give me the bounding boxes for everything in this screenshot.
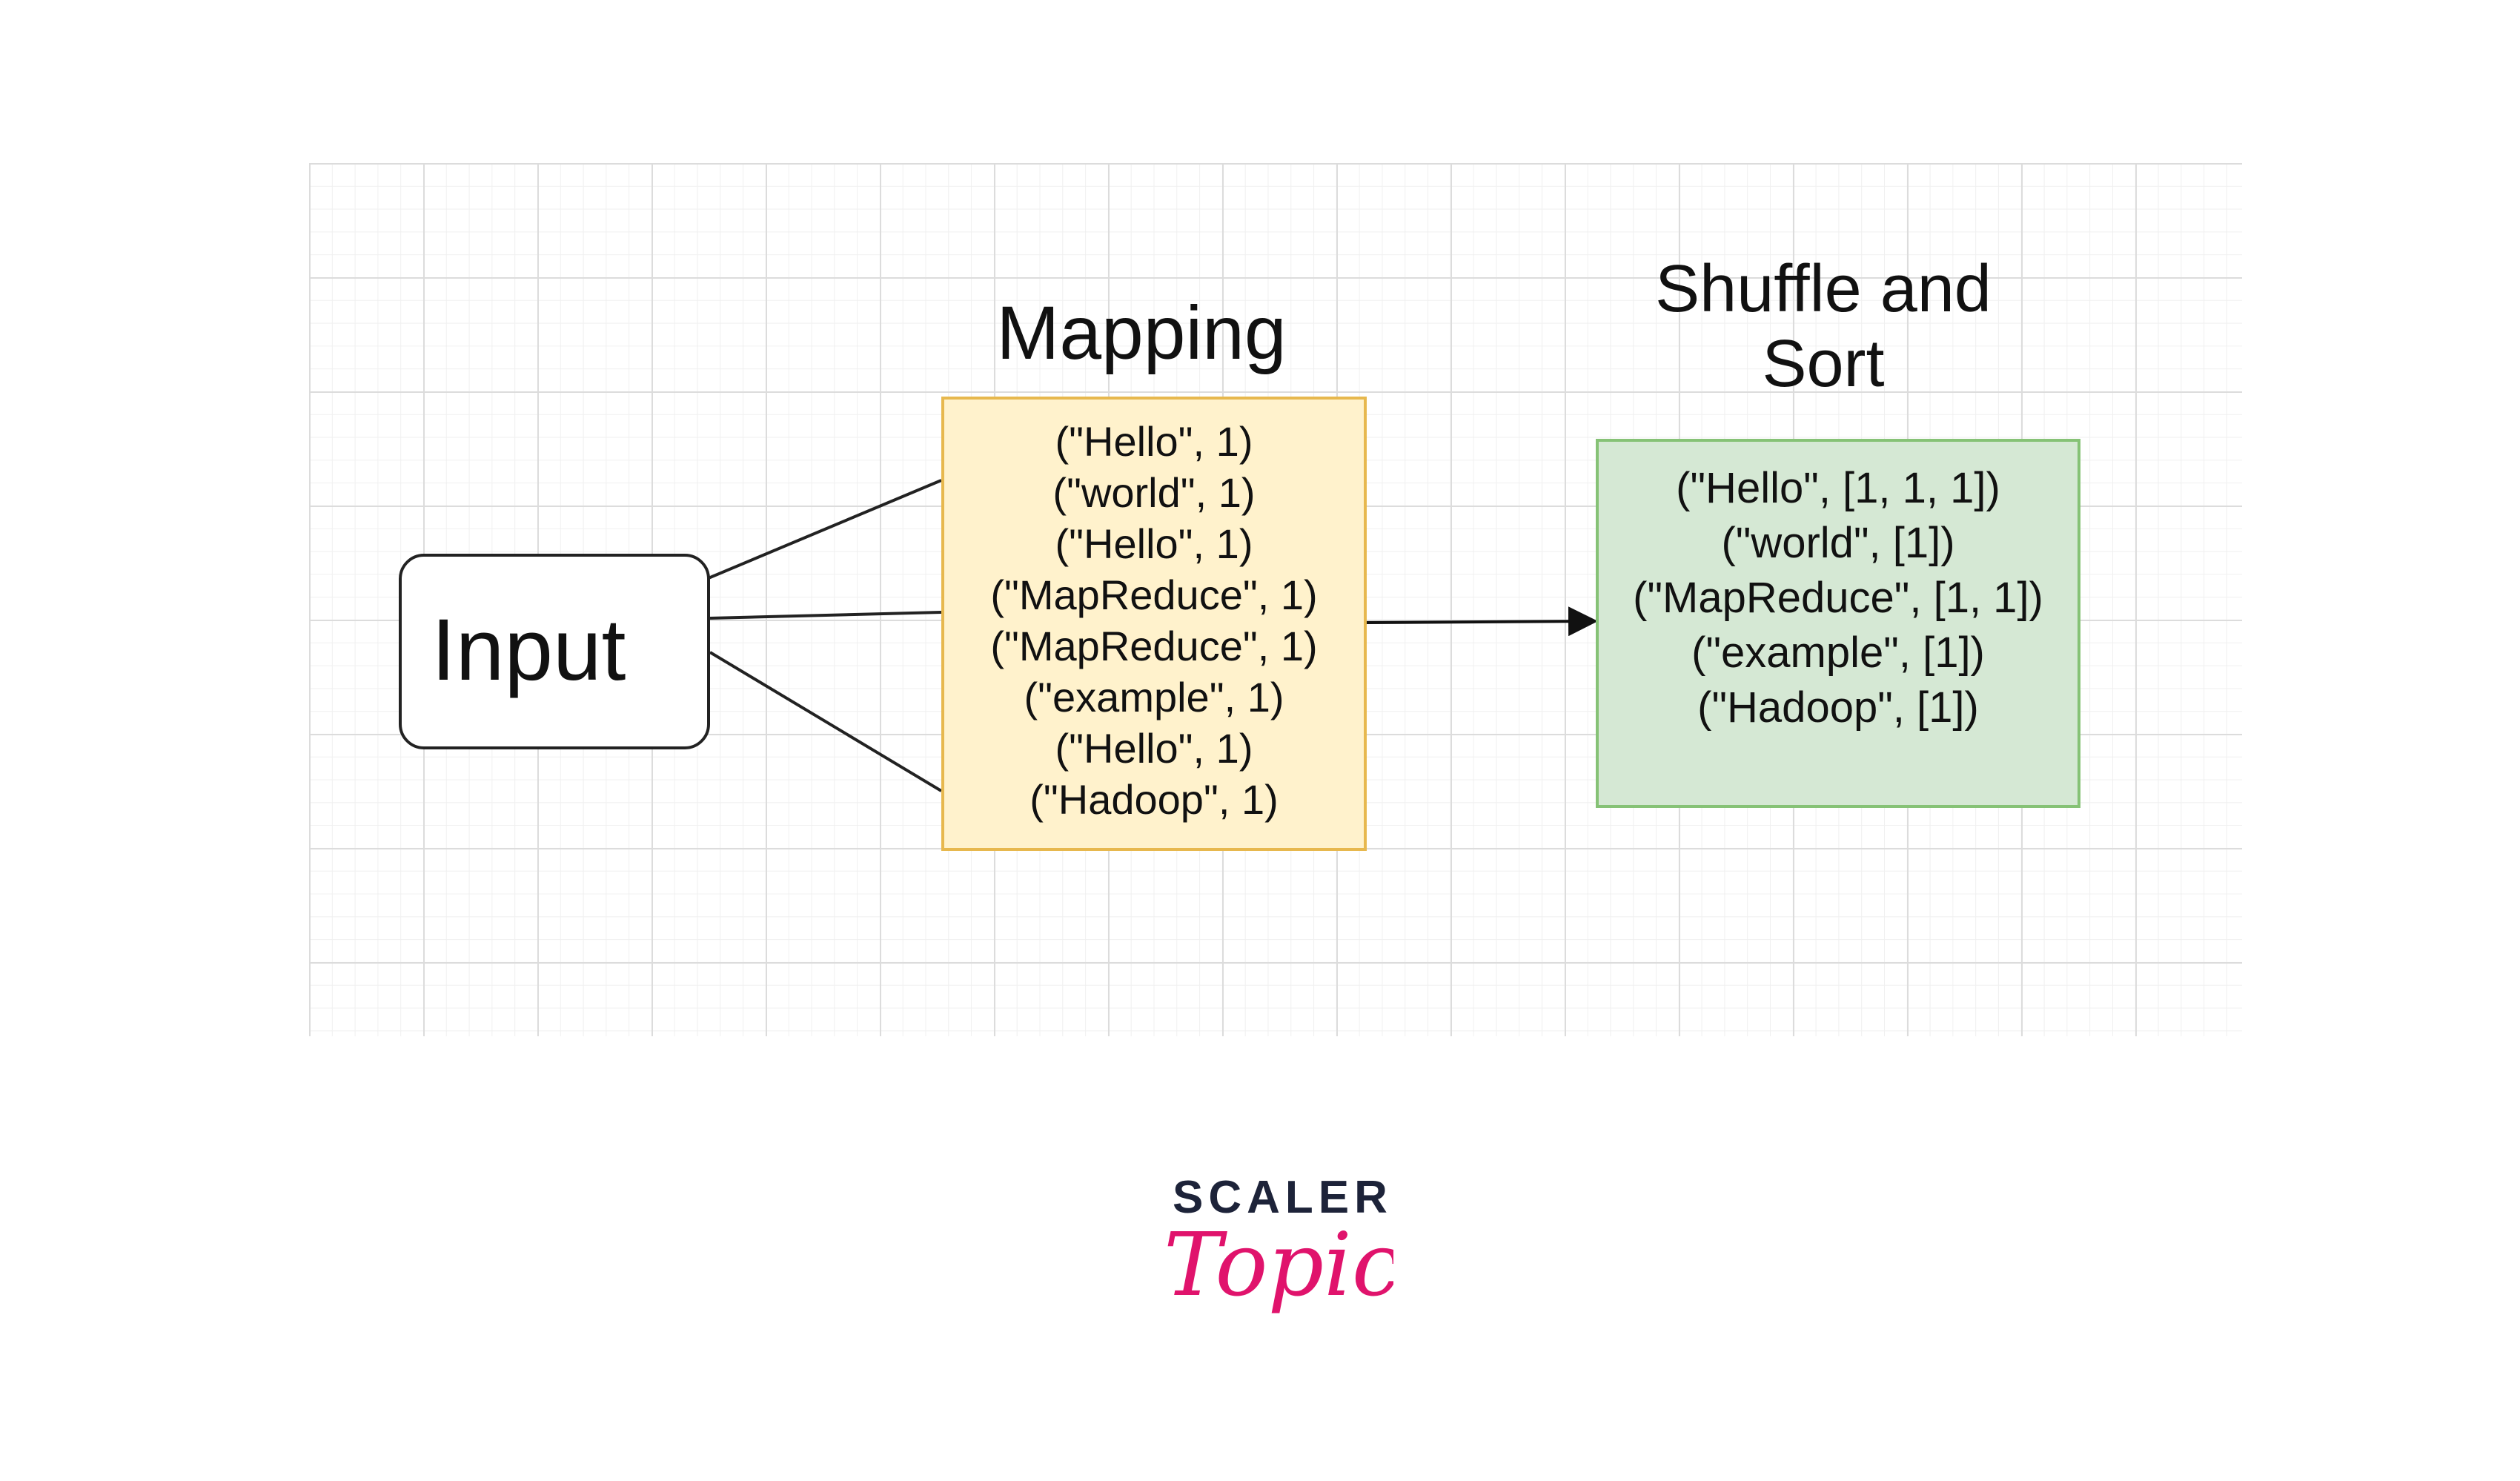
logo-script-text: Topics [1164, 1213, 1393, 1316]
mapping-pair: ("Hello", 1) [1055, 725, 1253, 772]
mapping-heading: Mapping [996, 291, 1287, 375]
shuffle-heading-line-2: Sort [1762, 326, 1885, 401]
shuffle-pair: ("example", [1]) [1691, 629, 1985, 677]
mapping-pair: ("Hello", 1) [1055, 418, 1253, 465]
mapping-pair: ("Hadoop", 1) [1029, 776, 1279, 823]
mapping-pair: ("example", 1) [1024, 674, 1284, 720]
input-node: Input [399, 554, 710, 749]
shuffle-heading: Shuffle and Sort [1579, 252, 2068, 402]
shuffle-pair: ("Hadoop", [1]) [1697, 683, 1979, 732]
shuffle-sort-node: ("Hello", [1, 1, 1]) ("world", [1]) ("Ma… [1596, 439, 2080, 808]
input-label: Input [431, 601, 626, 699]
shuffle-pair: ("Hello", [1, 1, 1]) [1676, 464, 2000, 512]
mapping-pair-list: ("Hello", 1) ("world", 1) ("Hello", 1) (… [944, 400, 1364, 825]
logo-script-topics: Topics [1164, 1213, 1393, 1316]
scaler-topics-logo: SCALER Topics [1156, 1167, 1393, 1360]
mapping-pair: ("Hello", 1) [1055, 520, 1253, 567]
mapping-pair: ("world", 1) [1052, 469, 1256, 516]
shuffle-pair: ("MapReduce", [1, 1]) [1633, 574, 2043, 622]
shuffle-pair-list: ("Hello", [1, 1, 1]) ("world", [1]) ("Ma… [1599, 442, 2078, 735]
mapping-pair: ("MapReduce", 1) [990, 571, 1318, 618]
mapping-pair: ("MapReduce", 1) [990, 623, 1318, 669]
shuffle-pair: ("world", [1]) [1721, 519, 1955, 567]
shuffle-heading-line-1: Shuffle and [1655, 252, 1992, 326]
logo-wordmark: SCALER [1173, 1172, 1393, 1223]
mapping-node: ("Hello", 1) ("world", 1) ("Hello", 1) (… [941, 397, 1367, 851]
